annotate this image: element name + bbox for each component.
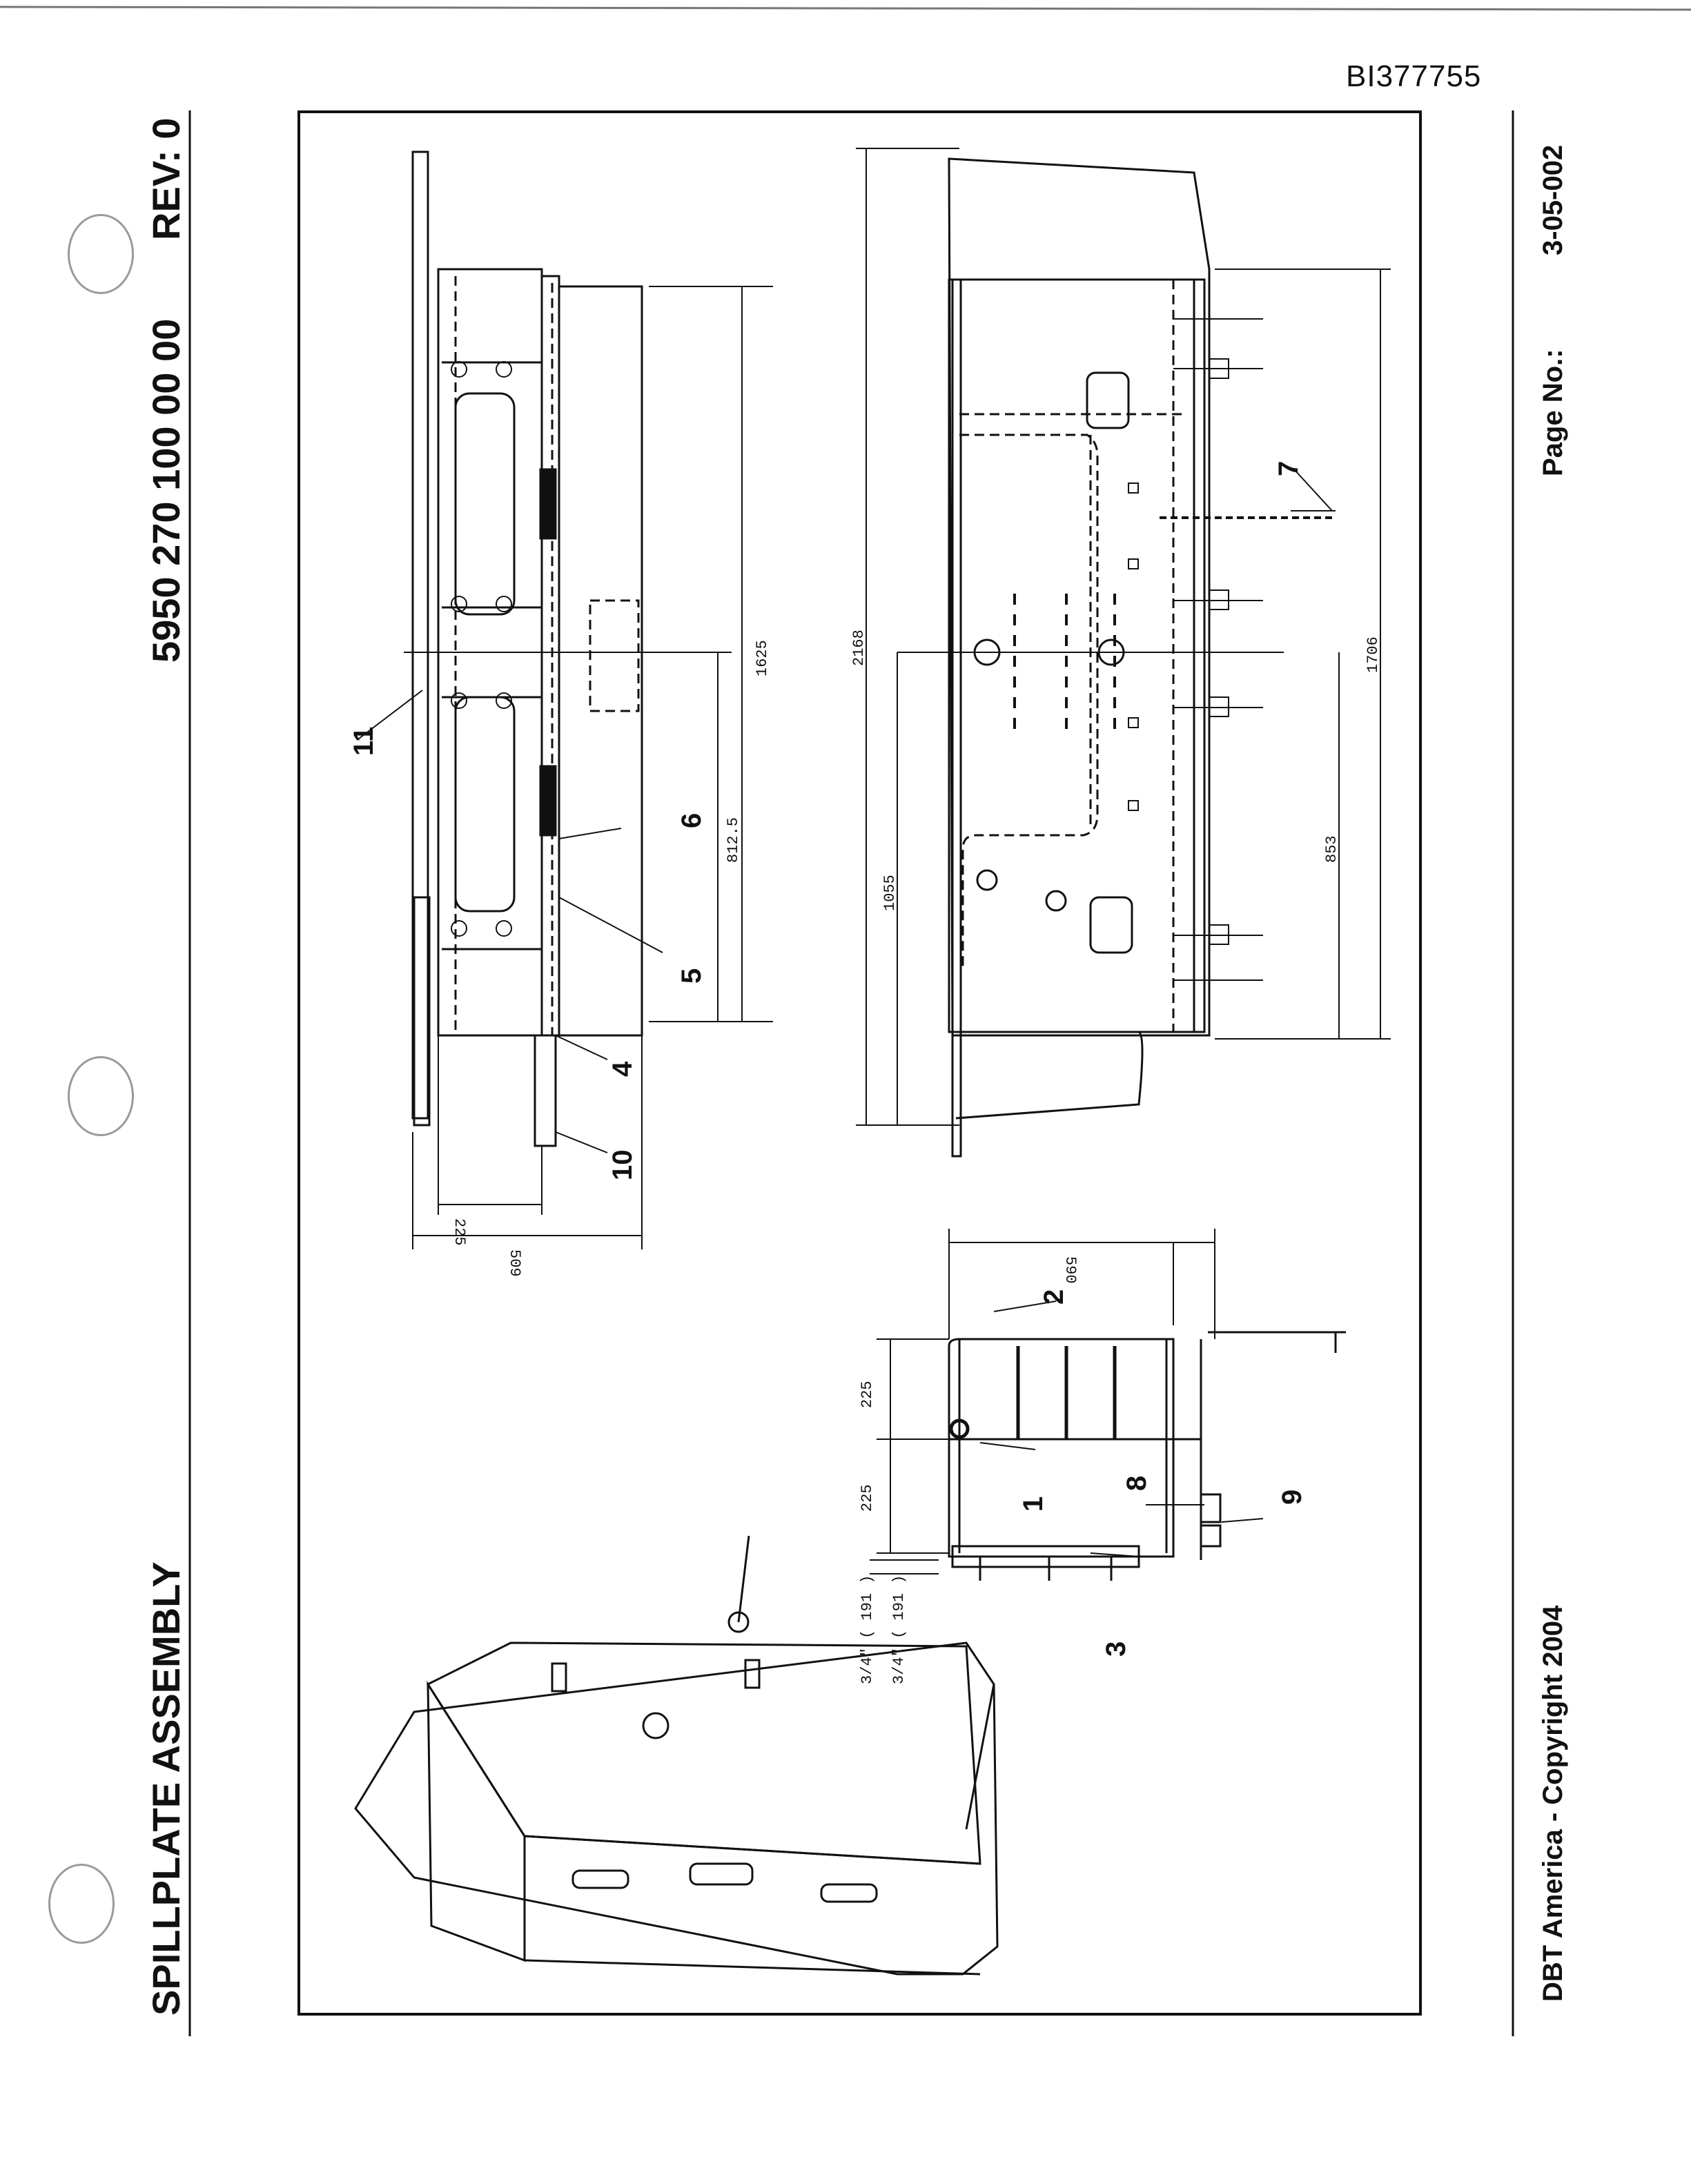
end-view bbox=[870, 1229, 1346, 1581]
dim-2168: 2168 bbox=[850, 630, 868, 666]
drawing-frame bbox=[297, 110, 1422, 2016]
trough-outline bbox=[948, 278, 1206, 1033]
dim-191-b: 3/4" ( 191 ) bbox=[890, 1575, 908, 1684]
callout-6: 6 bbox=[676, 813, 707, 828]
dim-1706: 1706 bbox=[1365, 636, 1382, 673]
dim-853: 853 bbox=[1323, 835, 1340, 863]
callout-5: 5 bbox=[676, 968, 707, 984]
dim-225-end-b: 225 bbox=[859, 1484, 876, 1512]
scan-top-rule bbox=[0, 6, 1691, 11]
callout-3: 3 bbox=[1101, 1641, 1131, 1657]
side-view bbox=[856, 148, 1391, 1158]
iso-plate bbox=[354, 1641, 999, 1976]
document-id: BI377755 bbox=[1346, 59, 1482, 93]
isometric-view bbox=[354, 1535, 999, 1976]
dim-225-top: 225 bbox=[451, 1218, 468, 1246]
dim-1055: 1055 bbox=[881, 875, 899, 911]
trough-body bbox=[558, 285, 643, 1037]
top-view bbox=[358, 150, 773, 1249]
plate-outline bbox=[948, 157, 1211, 1037]
callout-1: 1 bbox=[1018, 1496, 1048, 1512]
callout-8: 8 bbox=[1122, 1476, 1152, 1491]
punch-hole-top bbox=[68, 214, 134, 294]
dim-191-a: 3/4" ( 191 ) bbox=[859, 1575, 876, 1684]
callout-4: 4 bbox=[607, 1061, 638, 1077]
callout-10: 10 bbox=[607, 1150, 638, 1181]
dim-225-end-a: 225 bbox=[859, 1381, 876, 1408]
callout-9: 9 bbox=[1277, 1490, 1307, 1505]
callout-7: 7 bbox=[1273, 461, 1304, 476]
plate-edge bbox=[411, 150, 429, 1120]
punch-hole-middle bbox=[68, 1056, 134, 1136]
frame-rail bbox=[540, 275, 560, 1037]
dim-509: 509 bbox=[506, 1249, 523, 1277]
punch-hole-bottom bbox=[48, 1864, 115, 1944]
dim-812-5: 812.5 bbox=[725, 817, 742, 863]
dim-1625: 1625 bbox=[754, 640, 771, 676]
callout-2: 2 bbox=[1039, 1289, 1069, 1305]
callout-11: 11 bbox=[349, 727, 379, 756]
dim-590: 590 bbox=[1062, 1256, 1079, 1284]
